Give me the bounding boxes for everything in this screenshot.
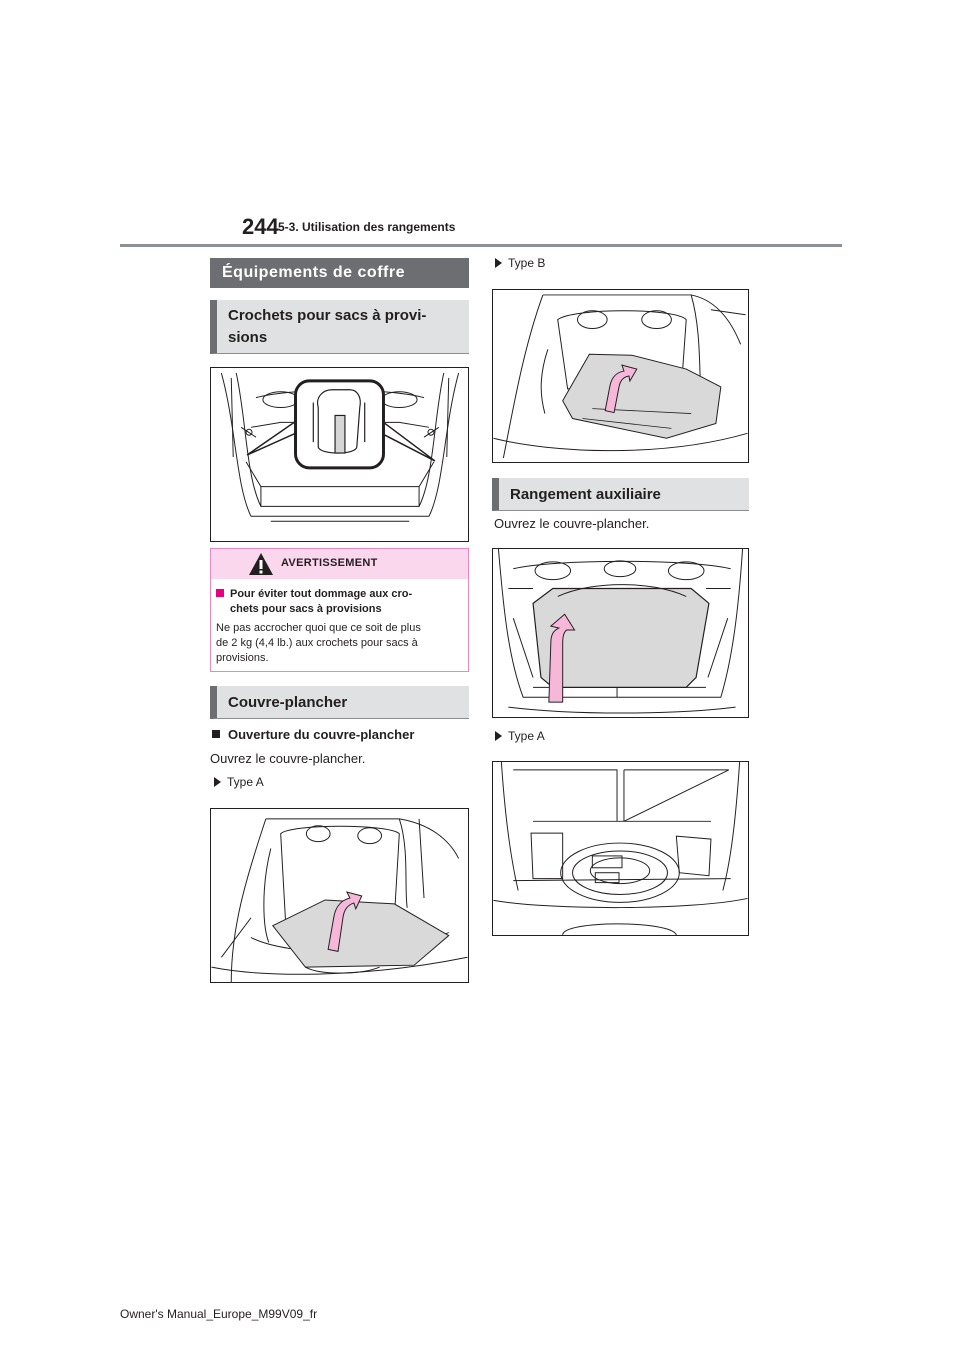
warning-item-line1: Pour éviter tout dommage aux cro- — [230, 588, 413, 600]
type-a-left-text: Type A — [227, 775, 264, 789]
warning-text-line1: Ne pas accrocher quoi que ce soit de plu… — [216, 622, 421, 634]
opening-text: Ouvrez le couvre-plancher. — [210, 751, 366, 766]
triangle-bullet-icon — [495, 731, 502, 741]
floor-cover-type-b-illustration — [493, 294, 748, 459]
figure-grocery-hooks — [210, 367, 469, 542]
warning-label: AVERTISSEMENT — [281, 557, 378, 569]
subheading-hooks-line2: sions — [228, 329, 268, 346]
warning-header: AVERTISSEMENT — [211, 549, 468, 579]
auxiliary-type-a-illustration — [493, 762, 748, 935]
type-a-label-right: Type A — [495, 729, 545, 743]
warning-item-line2: chets pour sacs à provisions — [230, 603, 382, 615]
arrow-icon — [604, 364, 638, 414]
square-bullet-icon — [212, 730, 220, 738]
warning-triangle-icon — [249, 553, 273, 575]
subheading-auxiliary-storage: Rangement auxiliaire — [492, 478, 749, 511]
floor-cover-type-a-illustration — [211, 818, 468, 982]
figure-auxiliary-open — [492, 548, 749, 718]
header-rule — [120, 244, 842, 247]
triangle-bullet-icon — [495, 258, 502, 268]
warning-text: Ne pas accrocher quoi que ce soit de plu… — [216, 621, 464, 666]
opening-title-text: Ouverture du couvre-plancher — [228, 727, 415, 742]
trunk-hooks-illustration — [220, 372, 460, 522]
type-a-label-left: Type A — [214, 775, 264, 789]
running-header: 5-3. Utilisation des rangements — [278, 220, 456, 234]
triangle-bullet-icon — [214, 777, 221, 787]
warning-square-icon — [216, 589, 224, 597]
type-b-text: Type B — [508, 256, 546, 270]
warning-box: AVERTISSEMENT Pour éviter tout dommage a… — [210, 548, 469, 672]
section-title: Équipements de coffre — [210, 258, 469, 288]
figure-auxiliary-type-a — [492, 761, 749, 936]
figure-floor-cover-type-a — [210, 808, 469, 983]
arrow-icon — [327, 891, 363, 952]
type-a-right-text: Type A — [508, 729, 545, 743]
subheading-hooks: Crochets pour sacs à provi- sions — [210, 300, 469, 354]
warning-text-line2: de 2 kg (4,4 lb.) aux crochets pour sacs… — [216, 637, 418, 649]
arrow-icon — [548, 613, 576, 703]
footer-text: Owner's Manual_Europe_M99V09_fr — [120, 1307, 318, 1321]
subheading-hooks-line1: Crochets pour sacs à provi- — [228, 307, 427, 324]
auxiliary-open-illustration — [497, 549, 744, 714]
figure-floor-cover-type-b — [492, 289, 749, 463]
warning-item: Pour éviter tout dommage aux cro- chets … — [216, 587, 461, 617]
type-b-label: Type B — [495, 256, 545, 270]
opening-title: Ouverture du couvre-plancher — [212, 727, 414, 742]
page-number: 244 — [242, 214, 279, 239]
warning-text-line3: provisions. — [216, 652, 269, 664]
auxiliary-text: Ouvrez le couvre-plancher. — [494, 516, 650, 531]
subheading-floor-cover: Couvre-plancher — [210, 686, 469, 719]
